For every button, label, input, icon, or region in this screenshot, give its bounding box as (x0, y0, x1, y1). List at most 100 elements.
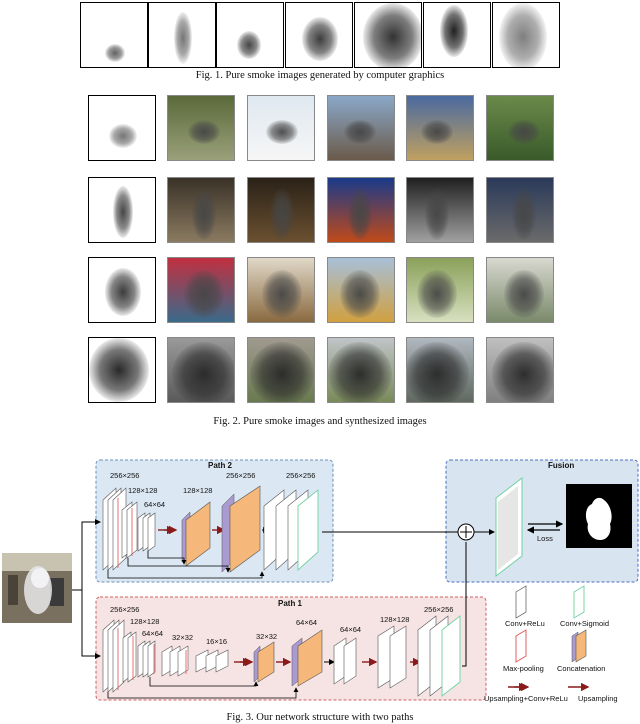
legend-conv-sigmoid: Conv+Sigmoid (560, 619, 609, 628)
smoke-image (88, 257, 156, 323)
synthesized-image (327, 177, 395, 243)
fig1-caption: Fig. 1. Pure smoke images generated by c… (195, 70, 445, 81)
smoke-blob (109, 124, 137, 148)
p1-size-6: 64×64 (296, 618, 318, 627)
p2-size-3: 128×128 (183, 486, 213, 495)
p1-size-8: 128×128 (380, 615, 410, 624)
p1-size-3: 32×32 (172, 633, 194, 642)
p2-size-4: 256×256 (226, 471, 256, 480)
smoke-blob (363, 3, 421, 67)
smoke-image (354, 2, 422, 68)
fig3-diagram (2, 459, 639, 701)
smoke-blob (425, 188, 449, 240)
smoke-image (88, 177, 156, 243)
smoke-image (80, 2, 148, 68)
p2-size-1: 128×128 (128, 486, 158, 495)
smoke-blob (188, 120, 220, 144)
p1-size-0: 256×256 (110, 605, 140, 614)
synthesized-image (167, 95, 235, 161)
synthesized-image (486, 257, 554, 323)
path2-title: Path 2 (208, 461, 233, 470)
smoke-blob (174, 12, 192, 64)
smoke-blob (508, 120, 540, 144)
smoke-blob (348, 188, 372, 240)
output-mask (566, 484, 632, 548)
smoke-blob (237, 31, 261, 59)
smoke-blob (344, 120, 376, 144)
p1-size-4: 16×16 (206, 637, 228, 646)
smoke-blob (262, 270, 302, 318)
synthesized-image (247, 257, 315, 323)
smoke-image (285, 2, 353, 68)
path1-title: Path 1 (278, 599, 303, 608)
smoke-blob (105, 44, 125, 62)
synthesized-image (167, 257, 235, 323)
p1-size-7: 64×64 (340, 625, 362, 634)
p2-size-0: 256×256 (110, 471, 140, 480)
smoke-image (492, 2, 560, 68)
smoke-blob (417, 270, 457, 318)
fig3-caption: Fig. 3. Our network structure with two p… (226, 712, 414, 723)
smoke-blob (328, 342, 392, 402)
synthesized-image (247, 95, 315, 161)
synthesized-image (327, 257, 395, 323)
p2-size-5: 256×256 (286, 471, 316, 480)
smoke-blob (105, 268, 141, 316)
smoke-blob (440, 5, 468, 57)
smoke-blob (192, 188, 216, 240)
smoke-blob (113, 186, 133, 238)
smoke-blob (250, 342, 314, 402)
synthesized-image (406, 337, 474, 403)
synthesized-image (167, 337, 235, 403)
legend-upsampling: Upsampling (578, 694, 618, 703)
loss-label: Loss (537, 534, 553, 543)
synthesized-image (406, 257, 474, 323)
synthesized-image (406, 177, 474, 243)
smoke-blob (407, 342, 469, 402)
legend-concat: Concatenation (557, 664, 606, 673)
smoke-blob (512, 188, 536, 240)
p1-size-2: 64×64 (142, 629, 164, 638)
smoke-image (423, 2, 491, 68)
path2-layers (102, 485, 319, 579)
p1-size-5: 32×32 (256, 632, 278, 641)
fig2: Fig. 2. Pure smoke images and synthesize… (0, 90, 640, 430)
synthesized-image (486, 337, 554, 403)
synthesized-image (486, 177, 554, 243)
smoke-blob (172, 342, 234, 402)
smoke-blob (421, 120, 453, 144)
legend-up-conv-relu: Upsampling+Conv+ReLu (484, 694, 568, 703)
fig3: Path 2 Path 1 Fusion Loss 256×256 128×12… (0, 450, 640, 724)
input-image (2, 553, 72, 623)
smoke-blob (89, 338, 149, 402)
p2-size-2: 64×64 (144, 500, 166, 509)
synthesized-image (327, 337, 395, 403)
path1-layers (102, 615, 461, 699)
smoke-blob (504, 270, 544, 318)
smoke-blob (499, 3, 547, 67)
smoke-blob (340, 270, 380, 318)
legend-conv-relu: Conv+ReLu (505, 619, 545, 628)
smoke-blob (266, 120, 298, 144)
fig1: Fig. 1. Pure smoke images generated by c… (0, 0, 640, 86)
p1-size-9: 256×256 (424, 605, 454, 614)
fig2-caption: Fig. 2. Pure smoke images and synthesize… (213, 416, 427, 427)
synthesized-image (167, 177, 235, 243)
synthesized-image (247, 177, 315, 243)
synthesized-image (486, 95, 554, 161)
synthesized-image (247, 337, 315, 403)
legend-maxpool: Max-pooling (503, 664, 544, 673)
smoke-blob (492, 342, 553, 402)
smoke-blob (184, 270, 224, 318)
smoke-image (88, 95, 156, 161)
smoke-image (148, 2, 216, 68)
smoke-blob (270, 188, 294, 240)
smoke-image (216, 2, 284, 68)
synthesized-image (406, 95, 474, 161)
synthesized-image (327, 95, 395, 161)
fusion-title: Fusion (548, 461, 575, 470)
smoke-blob (302, 17, 338, 61)
smoke-image (88, 337, 156, 403)
legend (508, 585, 590, 692)
p1-size-1: 128×128 (130, 617, 160, 626)
